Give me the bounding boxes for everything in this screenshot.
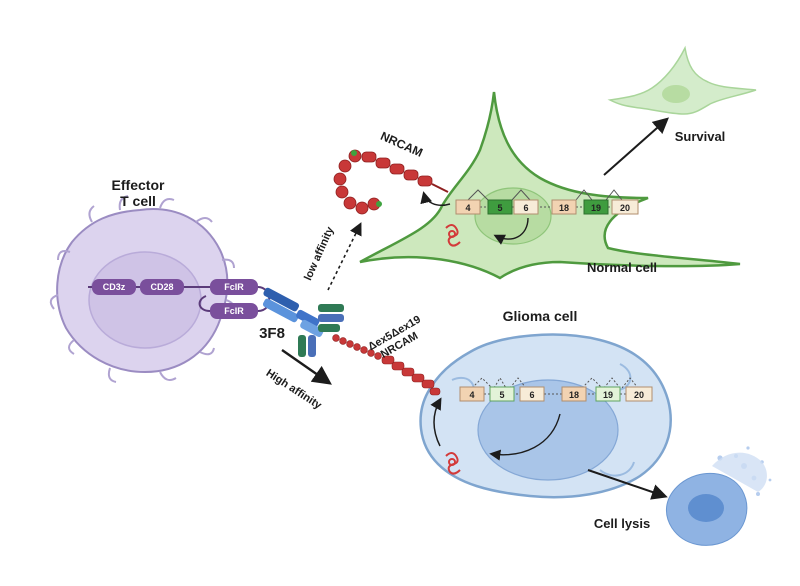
fcir-bottom-domain (210, 303, 258, 319)
cd28-domain (140, 279, 184, 295)
normal-exon-2-label: 5 (497, 203, 502, 213)
fcir-top-domain (210, 279, 258, 295)
survival-label: Survival (675, 129, 726, 144)
nrcam-label: NRCAM (378, 129, 425, 160)
normal-exon-4 (551, 199, 577, 215)
glioma-exon-2 (489, 386, 515, 402)
glioma-exon-3-label: 6 (529, 390, 534, 400)
normal-exon-1 (455, 199, 481, 215)
cell-lysis-label: Cell lysis (594, 516, 650, 531)
variant-nrcam-protein (332, 334, 441, 396)
normal-cell-label: Normal cell (587, 260, 657, 275)
low-affinity-arrow (327, 222, 362, 291)
glioma-exon-4 (561, 386, 587, 402)
survival-cell (607, 45, 757, 115)
normal-ribosome-icon (445, 224, 461, 247)
normal-exon-5 (583, 199, 609, 215)
cd3z-domain (92, 279, 136, 295)
fc-receptor-complex: CD3z CD28 FcIR FcIR (88, 279, 271, 319)
glioma-cell-nucleus (477, 379, 619, 481)
glioma-exon-6-label: 20 (634, 390, 644, 400)
antibody-label: 3F8 (259, 325, 285, 342)
variant-trafficking-arrow (430, 397, 442, 447)
effector-subtitle: T cell (120, 193, 156, 209)
high-affinity-arrow (281, 349, 332, 385)
glioma-cell-label: Glioma cell (503, 308, 578, 324)
lysed-cell (665, 446, 772, 546)
effector-title: Effector (112, 177, 165, 193)
glioma-exon-5 (595, 386, 621, 402)
normal-exon-6 (611, 199, 639, 215)
normal-exon-2 (487, 199, 513, 215)
antibody-3f8 (262, 287, 344, 357)
normal-cell (359, 91, 741, 280)
glioma-exon-6 (625, 386, 653, 402)
glioma-exon-2-label: 5 (499, 390, 504, 400)
nrcam-protein (333, 149, 451, 215)
glioma-exon-track: 4 5 6 18 19 20 (459, 377, 653, 461)
normal-exon-3 (513, 199, 539, 215)
glioma-exon-4-label: 18 (569, 390, 579, 400)
normal-exon-6-label: 20 (620, 203, 630, 213)
cd3z-label: CD3z (103, 282, 126, 292)
glioma-exon-5-label: 19 (603, 390, 613, 400)
normal-exon-4-label: 18 (559, 203, 569, 213)
glioma-ribosome-icon (445, 452, 461, 475)
survival-arrow (603, 117, 669, 176)
normal-exon-5-label: 19 (591, 203, 601, 213)
t-cell-villi (49, 195, 235, 383)
glioma-exon-3 (519, 386, 545, 402)
fcir-bottom-label: FcIR (224, 306, 244, 316)
low-affinity-label: low affinity (302, 224, 337, 282)
glioma-exon-1-label: 4 (469, 390, 474, 400)
fcir-top-label: FcIR (224, 282, 244, 292)
cell-lysis-arrow (587, 469, 668, 500)
glioma-exon-1 (459, 386, 485, 402)
normal-cell-body (359, 91, 741, 280)
normal-exon-1-label: 4 (465, 203, 470, 213)
normal-exon-track: 4 5 6 18 19 20 (455, 189, 639, 245)
t-cell-nucleus (88, 251, 202, 349)
cd28-label: CD28 (150, 282, 173, 292)
normal-exon-3-label: 6 (523, 203, 528, 213)
normal-cell-nucleus (474, 187, 552, 245)
